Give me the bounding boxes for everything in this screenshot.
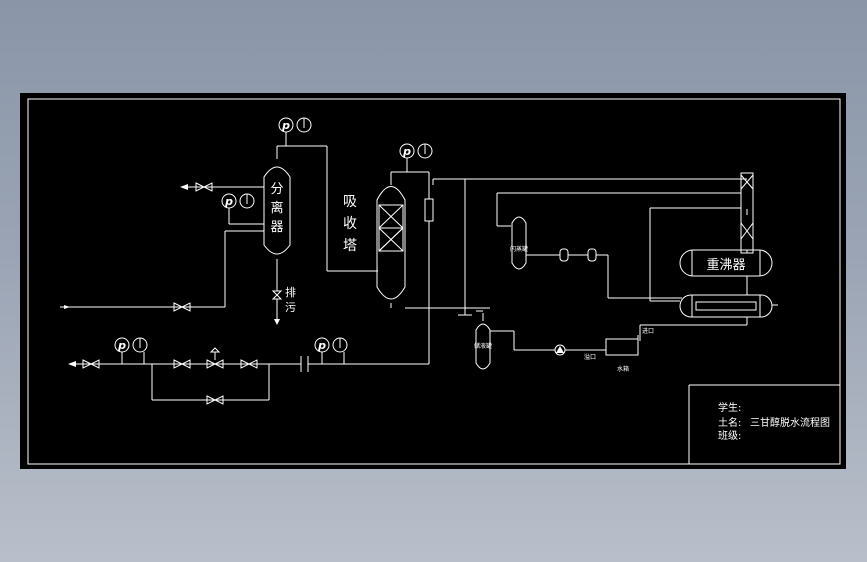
title-block: 学生: 土名: 三甘醇脱水流程图 班级: [688,384,840,464]
svg-text:溢口: 溢口 [584,353,596,361]
rich-glycol-return [639,317,748,341]
svg-text:排: 排 [285,285,296,299]
reboiler: 重沸器 [679,249,773,277]
filters [559,248,682,299]
column-to-flash-line [496,192,741,227]
lean-glycol-line [432,178,747,316]
class-label: 班级: [718,430,741,442]
svg-text:分: 分 [270,182,283,197]
separator-drain: 排 污 [271,259,296,325]
separator-gas-outlet [180,182,264,192]
svg-text:水箱: 水箱 [617,365,629,373]
separator-to-absorber-line [276,117,378,272]
svg-text:重沸器: 重沸器 [706,257,745,273]
student-label: 学生: [718,401,741,414]
svg-text:器: 器 [270,220,283,235]
absorber-gauge [390,143,433,199]
drawing-sheet: p 学生: 土名: 三甘醇脱水流程图 班级: 分 离 器 [20,93,846,469]
svg-text:塔: 塔 [343,238,357,254]
water-tank: 水箱 溢口 进口 [584,327,654,373]
svg-text:进口: 进口 [642,327,654,335]
glycol-heat-exchanger [649,207,778,318]
stripping-column [740,172,754,254]
glycol-pump [490,330,598,356]
subject-value: 三甘醇脱水流程图 [750,416,830,429]
subject-label: 土名: [718,416,741,429]
inlet-line [60,230,264,312]
svg-text:储液罐: 储液罐 [474,342,492,350]
absorber-tower: 吸 收 塔 [343,186,406,300]
sheet-border [27,98,841,465]
svg-text:闪蒸罐: 闪蒸罐 [510,245,528,253]
svg-text:离: 离 [270,200,283,216]
svg-text:污: 污 [285,301,296,314]
separator-gauge [221,193,264,225]
separator-vessel: 分 离 器 [263,166,291,255]
storage-vessel: 储液罐 [474,310,492,370]
bottom-export-line [68,308,430,405]
absorber-side-exchanger [390,198,490,309]
process-flow-diagram: p 学生: 土名: 三甘醇脱水流程图 班级: 分 离 器 [27,98,841,465]
svg-text:吸: 吸 [343,194,357,210]
svg-text:收: 收 [343,216,357,232]
flash-drum: 闪蒸罐 [510,216,560,270]
